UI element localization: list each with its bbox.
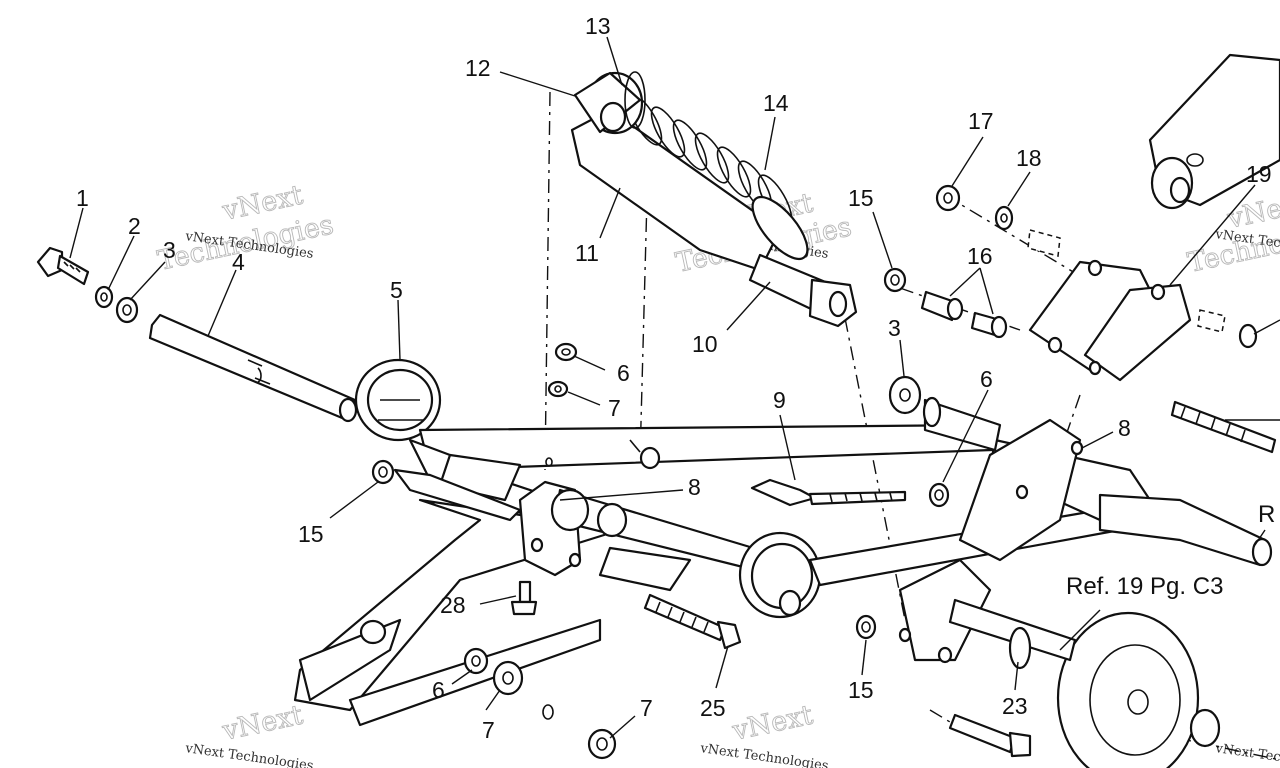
front-arm-frame [293, 358, 1273, 727]
callout-15: 15 [848, 185, 874, 211]
callout-7: 7 [640, 695, 653, 721]
callout-23: 23 [1002, 693, 1028, 719]
callout-5: 5 [390, 277, 403, 303]
callout-13: 13 [585, 13, 611, 39]
callout-6: 6 [432, 677, 445, 703]
callout-7: 7 [608, 395, 621, 421]
rear-bracket-and-shock [1028, 53, 1280, 382]
leader-lines [69, 36, 1280, 739]
callout-15: 15 [298, 521, 324, 547]
watermark-brand: vNext [219, 700, 306, 747]
callout-6: 6 [617, 360, 630, 386]
watermark-brand: vNext [729, 700, 816, 747]
reference-note-cut: R [1258, 501, 1275, 528]
left-bolt-assembly [36, 246, 358, 423]
callout-17: 17 [968, 108, 994, 134]
callout-8: 8 [1118, 415, 1131, 441]
callout-25: 25 [700, 695, 726, 721]
callout-12: 12 [465, 55, 491, 81]
callout-3: 3 [163, 237, 176, 263]
callout-7: 7 [482, 717, 495, 743]
watermark-full: vNext Technologies [183, 741, 314, 768]
callout-14: 14 [763, 90, 789, 116]
shock-absorber [570, 71, 858, 328]
callout-16: 16 [967, 243, 993, 269]
callout-8: 8 [688, 474, 701, 500]
callout-15: 15 [848, 677, 874, 703]
idler-wheel [948, 598, 1221, 768]
callout-18: 18 [1016, 145, 1042, 171]
callout-28: 28 [440, 592, 466, 618]
callout-2: 2 [128, 213, 141, 239]
callout-19: 19 [1246, 161, 1272, 187]
watermark-full: vNext Technologies [1213, 741, 1280, 768]
callout-3: 3 [888, 315, 901, 341]
callout-10: 10 [692, 331, 718, 357]
hardware [359, 184, 1277, 760]
callout-11: 11 [575, 240, 599, 266]
callout-9: 9 [773, 387, 786, 413]
callout-1: 1 [76, 185, 89, 211]
callout-labels: 1 2 3 4 5 6 7 8 9 10 11 12 13 14 15 3 6 … [76, 13, 1275, 743]
reference-note: Ref. 19 Pg. C3 [1066, 573, 1223, 600]
watermark-full: vNext Technologies [698, 741, 829, 768]
callout-6: 6 [980, 366, 993, 392]
callout-4: 4 [232, 249, 245, 275]
